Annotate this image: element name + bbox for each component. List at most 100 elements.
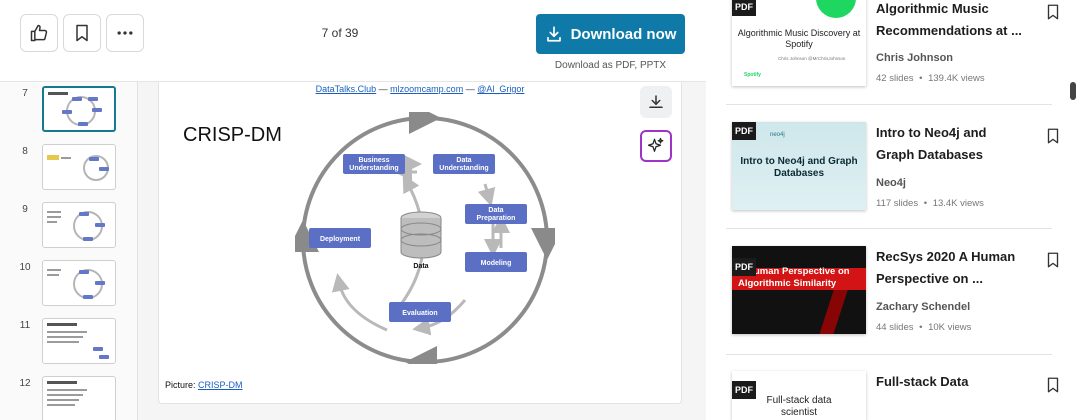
- data-preparation-box: Data Preparation: [465, 204, 527, 224]
- meta-separator: •: [919, 73, 923, 84]
- related-title[interactable]: Algorithmic Music Recommendations at ...: [876, 1, 1022, 38]
- current-slide: DataTalks.Club — mlzoomcamp.com — @Al_Gr…: [158, 82, 682, 404]
- pdf-badge: PDF: [732, 122, 756, 140]
- view-count: 13.4K views: [932, 198, 984, 209]
- twitter-handle-link[interactable]: @Al_Grigor: [477, 84, 525, 94]
- business-understanding-box: Business Understanding: [343, 154, 405, 174]
- download-icon: [649, 95, 663, 108]
- thumbnail-item[interactable]: 12: [0, 374, 137, 420]
- thumbnail-number: 11: [19, 320, 31, 331]
- bookmark-icon[interactable]: [1044, 375, 1062, 395]
- thumbnail-slide-12[interactable]: [42, 376, 116, 420]
- divider: [726, 354, 1052, 355]
- slide-header-links: DataTalks.Club — mlzoomcamp.com — @Al_Gr…: [159, 84, 681, 94]
- datatalks-link[interactable]: DataTalks.Club: [315, 84, 377, 94]
- save-button[interactable]: [63, 14, 101, 52]
- slide-title: CRISP-DM: [183, 124, 282, 146]
- related-thumbnail[interactable]: PDF neo4j Intro to Neo4j and Graph Datab…: [732, 122, 866, 210]
- thumbnail-item[interactable]: 10: [0, 258, 137, 308]
- thumbnail-item[interactable]: 7: [0, 84, 137, 134]
- download-formats: Download as PDF, PPTX: [554, 60, 667, 71]
- data-preparation-label-1: Data: [488, 207, 503, 214]
- data-preparation-label-2: Preparation: [477, 215, 516, 222]
- viewer-toolbar: 7 of 39 Download now Download as PDF, PP…: [0, 0, 706, 82]
- related-title[interactable]: Full-stack Data Scientist: [876, 374, 969, 389]
- related-thumbnail[interactable]: PDF A Human Perspective on Algorithmic S…: [732, 246, 866, 334]
- scrollbar-thumb[interactable]: [1070, 82, 1076, 100]
- page-counter: 7 of 39: [321, 26, 359, 40]
- related-thumbnail[interactable]: PDF Full-stack data scientist: [732, 371, 866, 420]
- divider: [726, 104, 1052, 105]
- thumbnail-title: A Human Perspective on Algorithmic Simil…: [738, 266, 850, 289]
- crisp-dm-diagram: Business Understanding Data Understandin…: [287, 102, 563, 378]
- crisp-dm-source-link[interactable]: CRISP-DM: [198, 380, 243, 390]
- spotify-logo-icon: [816, 0, 856, 18]
- related-documents-panel: PDF Algorithmic Music Discovery at Spoti…: [706, 0, 1080, 420]
- thumbnail-number: 10: [19, 262, 31, 273]
- thumbnail-slide-11[interactable]: [42, 318, 116, 364]
- deployment-label: Deployment: [320, 236, 361, 243]
- pdf-badge: PDF: [732, 381, 756, 399]
- thumbnail-number: 7: [22, 88, 28, 99]
- view-count: 10K views: [928, 322, 972, 333]
- slide-download-button[interactable]: [640, 86, 672, 118]
- sparkle-icon: [647, 137, 664, 152]
- download-icon: [546, 26, 561, 42]
- thumbnail-slide-7[interactable]: [42, 86, 116, 132]
- related-author[interactable]: Neo4j: [876, 177, 906, 189]
- related-author[interactable]: Zachary Schendel: [876, 301, 971, 313]
- slide-count: 42 slides: [876, 73, 914, 84]
- related-author[interactable]: Chris Johnson: [876, 52, 954, 64]
- modeling-label: Modeling: [481, 260, 512, 267]
- related-item[interactable]: PDF A Human Perspective on Algorithmic S…: [726, 246, 1059, 358]
- data-label: Data: [413, 263, 428, 270]
- thumbnail-number: 9: [22, 204, 28, 215]
- related-title[interactable]: Intro to Neo4j and Graph Databases: [876, 125, 987, 162]
- related-title[interactable]: RecSys 2020 A Human Perspective on ...: [876, 249, 1016, 286]
- slide-count: 44 slides: [876, 322, 914, 333]
- related-item[interactable]: PDF Full-stack data scientist Full-stack…: [726, 371, 1059, 420]
- download-now-button[interactable]: Download now: [536, 14, 685, 54]
- ai-assistant-button[interactable]: [640, 130, 672, 162]
- view-count: 139.4K views: [928, 73, 985, 84]
- thumbnail-slide-8[interactable]: [42, 144, 116, 190]
- related-thumbnail[interactable]: PDF Algorithmic Music Discovery at Spoti…: [732, 0, 866, 86]
- bookmark-icon[interactable]: [1044, 250, 1062, 270]
- slide-count: 117 slides: [876, 198, 919, 209]
- thumbnail-title: Intro to Neo4j and Graph Databases: [740, 156, 858, 179]
- thumbnail-item[interactable]: 9: [0, 200, 137, 250]
- download-label: Download now: [570, 25, 677, 43]
- business-label-1: Business: [358, 157, 389, 164]
- thumbnail-title: Full-stack data scientist: [766, 395, 832, 418]
- bookmark-icon[interactable]: [1044, 126, 1062, 146]
- inner-arrow: [331, 273, 388, 332]
- related-item[interactable]: PDF neo4j Intro to Neo4j and Graph Datab…: [726, 122, 1059, 234]
- pdf-badge: PDF: [732, 258, 756, 276]
- inner-arrow: [477, 183, 496, 207]
- bookmark-icon: [76, 24, 88, 42]
- related-item[interactable]: PDF Algorithmic Music Discovery at Spoti…: [726, 0, 1059, 110]
- related-meta: 117 slides • 13.4K views: [876, 198, 984, 209]
- data-understanding-label-2: Understanding: [439, 165, 488, 172]
- related-meta: 42 slides • 139.4K views: [876, 73, 985, 84]
- database-icon: Data: [400, 211, 442, 270]
- thumbnail-title: Algorithmic Music Discovery at Spotify: [737, 28, 861, 49]
- modeling-box: Modeling: [465, 252, 527, 272]
- thumbnail-slide-9[interactable]: [42, 202, 116, 248]
- divider: [726, 228, 1052, 229]
- thumbnail-slide-10[interactable]: [42, 260, 116, 306]
- data-understanding-label-1: Data: [456, 157, 471, 164]
- evaluation-label: Evaluation: [402, 310, 437, 317]
- thumbnail-item[interactable]: 11: [0, 316, 137, 366]
- thumbnail-number: 12: [19, 378, 31, 389]
- more-options-button[interactable]: [106, 14, 144, 52]
- slide-viewer: DataTalks.Club — mlzoomcamp.com — @Al_Gr…: [138, 82, 706, 420]
- like-button[interactable]: [20, 14, 58, 52]
- evaluation-box: Evaluation: [389, 302, 451, 322]
- link-separator: —: [376, 84, 391, 94]
- thumbnail-item[interactable]: 8: [0, 142, 137, 192]
- slide-thumbnail-list[interactable]: 7 8 9 10 11: [0, 82, 138, 420]
- mlzoomcamp-link[interactable]: mlzoomcamp.com: [390, 84, 464, 94]
- bookmark-icon[interactable]: [1044, 2, 1062, 22]
- deployment-box: Deployment: [309, 228, 371, 248]
